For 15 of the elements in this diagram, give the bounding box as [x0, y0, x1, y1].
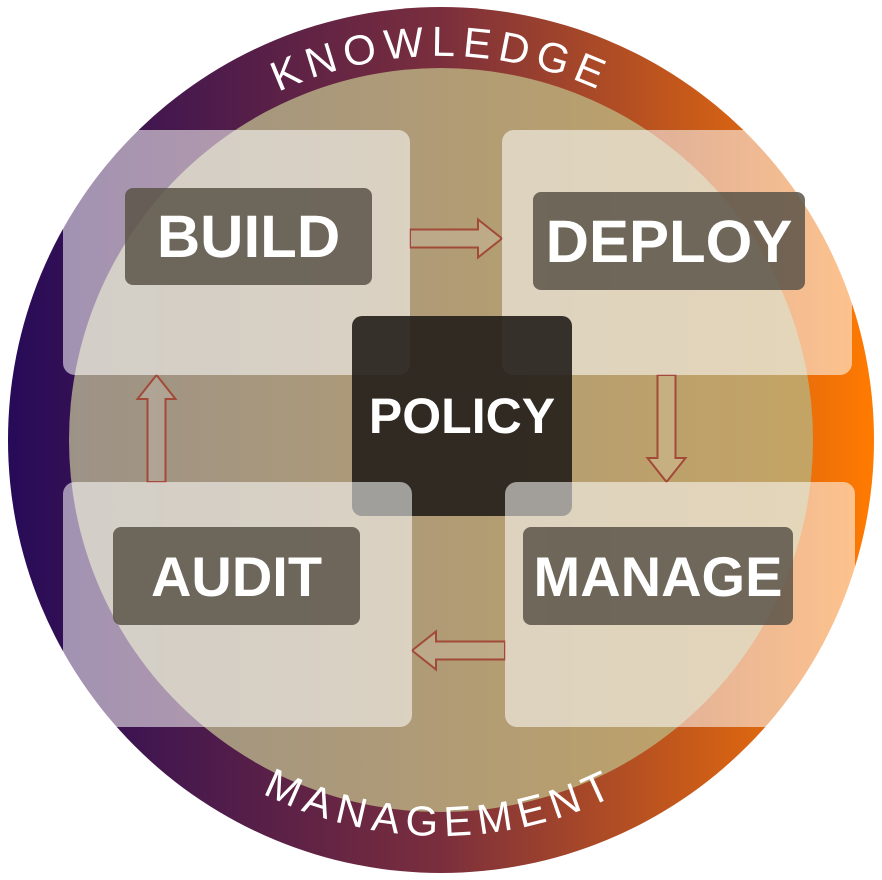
stage-box: DEPLOY	[533, 192, 805, 290]
quadrant-panel	[505, 482, 855, 727]
quadrant-panel	[63, 130, 410, 375]
block-arrow	[645, 374, 688, 484]
arc-text: MANAGEMENT	[258, 758, 624, 846]
stage-box: BUILD	[125, 188, 372, 285]
block-arrow	[409, 217, 504, 260]
policy-box: POLICY	[352, 316, 572, 516]
block-arrow	[410, 629, 506, 672]
block-arrow	[135, 373, 178, 483]
stage-box: MANAGE	[523, 527, 793, 625]
arc-text: KNOWLEDGE	[264, 18, 618, 100]
stage-box: AUDIT	[113, 527, 360, 625]
quadrant-panel	[63, 482, 412, 727]
quadrant-panel	[502, 130, 852, 375]
